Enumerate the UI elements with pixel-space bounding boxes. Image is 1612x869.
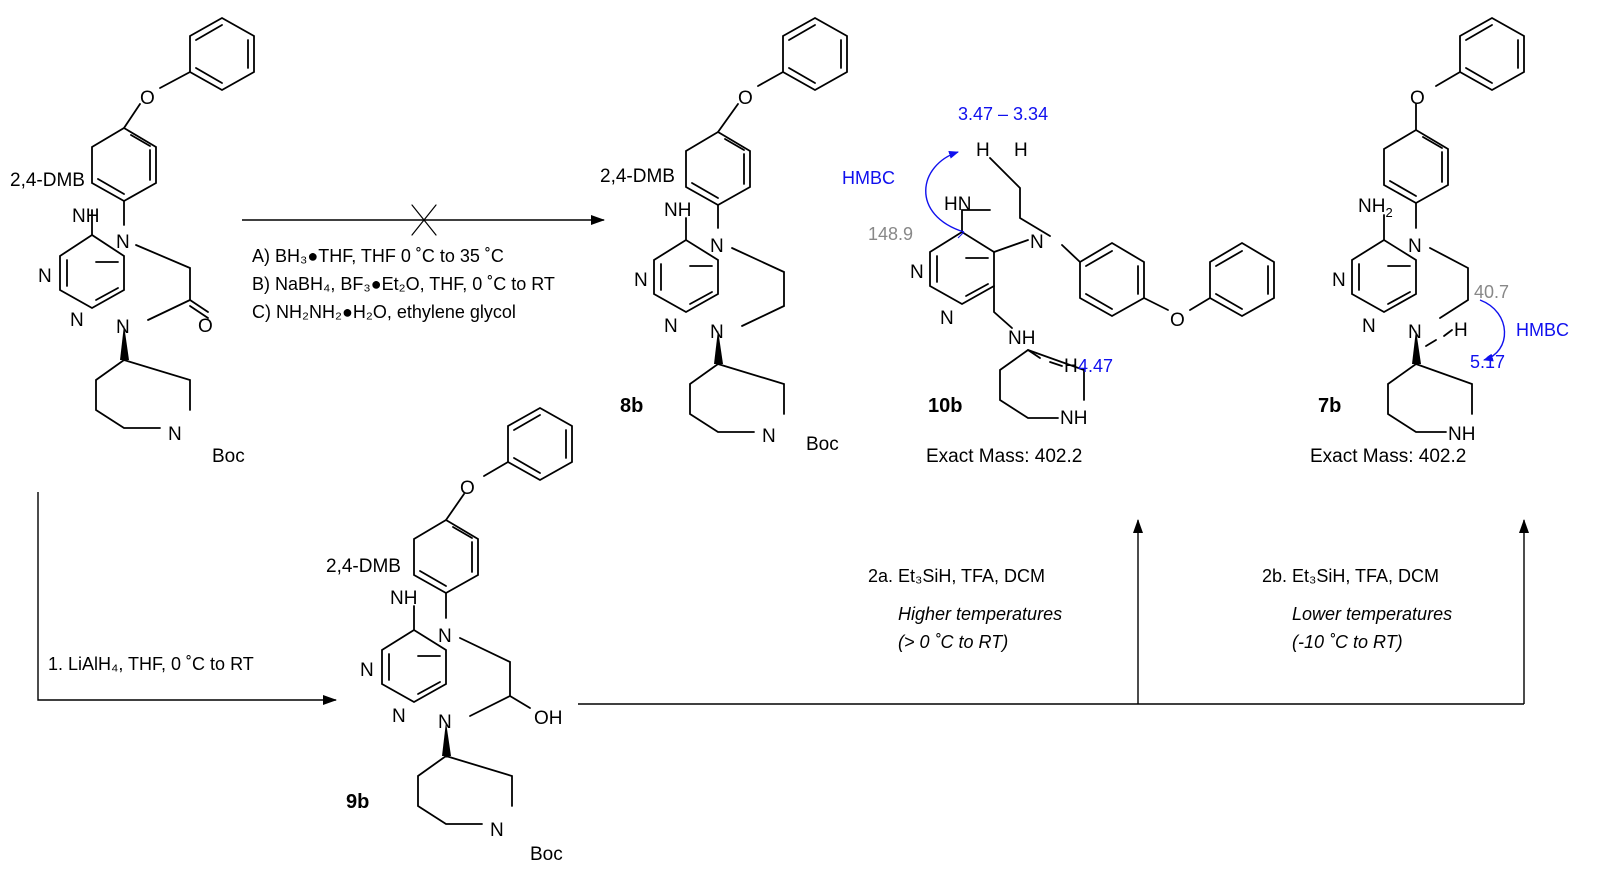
condition-c: C) NH₂NH₂●H₂O, ethylene glycol <box>252 302 516 322</box>
atom-n: N <box>438 712 452 733</box>
exact-mass-10b: Exact Mass: 402.2 <box>926 446 1082 467</box>
compound-8b: O N N N N NH 2,4-DMB N Boc 8b <box>600 16 848 455</box>
compound-10b: H H HN N N N O NH H NH 10b Exact Mass: 4… <box>842 104 1275 467</box>
atom-nh: NH <box>72 206 99 227</box>
atom-n: N <box>1408 236 1422 257</box>
compound-label-10b: 10b <box>928 395 962 417</box>
exact-mass-7b: Exact Mass: 402.2 <box>1310 446 1466 467</box>
hmbc-label-7b: HMBC <box>1516 320 1569 340</box>
atom-o: O <box>198 316 213 337</box>
atom-n: N <box>360 660 374 681</box>
atom-n: N <box>1332 270 1346 291</box>
nmr-h-7b: 5.17 <box>1470 352 1505 372</box>
step2a-note-1: Higher temperatures <box>898 604 1062 624</box>
compound-label-7b: 7b <box>1318 395 1341 417</box>
compound-7b: O NH2 N N N N H NH 7b Exact Mass: 402.2 … <box>1310 16 1569 467</box>
protecting-group-label: 2,4-DMB <box>326 556 401 577</box>
step1-arrow: 1. LiAlH₄, THF, 0 ˚C to RT <box>37 492 337 705</box>
nmr-h-10b: 4.47 <box>1078 356 1113 376</box>
compound-9b: O N N N N OH NH 2,4-DMB N Boc 9b <box>326 406 573 865</box>
atom-n: N <box>762 426 776 447</box>
condition-b: B) NaBH₄, BF₃●Et₂O, THF, 0 ˚C to RT <box>252 274 555 294</box>
atom-n: N <box>1362 316 1376 337</box>
boc-label: Boc <box>212 446 245 467</box>
atom-oh: OH <box>534 708 563 729</box>
step2-arrows: 2a. Et₃SiH, TFA, DCM Higher temperatures… <box>578 519 1529 705</box>
atom-o: O <box>1170 310 1185 331</box>
boc-label: Boc <box>530 844 563 865</box>
atom-n: N <box>710 322 724 343</box>
atom-nh: NH <box>1448 424 1475 445</box>
atom-n: N <box>438 626 452 647</box>
step2b-conditions: 2b. Et₃SiH, TFA, DCM <box>1262 566 1439 586</box>
boc-label: Boc <box>806 434 839 455</box>
atom-n: N <box>910 262 924 283</box>
condition-a: A) BH₃●THF, THF 0 ˚C to 35 ˚C <box>252 246 504 266</box>
protecting-group-label: 2,4-DMB <box>10 170 85 191</box>
protecting-group-label: 2,4-DMB <box>600 166 675 187</box>
atom-o: O <box>460 478 475 499</box>
atom-n: N <box>940 308 954 329</box>
step2b-note-2: (-10 ˚C to RT) <box>1292 632 1403 652</box>
atom-h: H <box>976 140 990 161</box>
atom-hn: HN <box>944 194 971 215</box>
hmbc-curve-arrow-7b <box>1479 299 1506 362</box>
atom-n: N <box>116 317 130 338</box>
atom-n: N <box>70 310 84 331</box>
nmr-c-7b: 40.7 <box>1474 282 1509 302</box>
hmbc-curve-arrow-10b <box>925 150 965 233</box>
atom-nh: NH <box>390 588 417 609</box>
nmr-c-10b: 148.9 <box>868 224 913 244</box>
atom-n: N <box>634 270 648 291</box>
atom-n: N <box>392 706 406 727</box>
atom-h: H <box>1064 356 1078 377</box>
starting-material: O N N N N O NH 2,4-DMB N Boc <box>10 16 255 467</box>
atom-nh2: NH2 <box>1358 196 1393 220</box>
step1-conditions: 1. LiAlH₄, THF, 0 ˚C to RT <box>48 654 254 674</box>
atom-n: N <box>168 424 182 445</box>
atom-n: N <box>664 316 678 337</box>
atom-nh: NH <box>1060 408 1087 429</box>
compound-label-8b: 8b <box>620 395 643 417</box>
step2b-note-1: Lower temperatures <box>1292 604 1452 624</box>
atom-n: N <box>38 266 52 287</box>
atom-h: H <box>1014 140 1028 161</box>
atom-n: N <box>710 236 724 257</box>
compound-label-9b: 9b <box>346 791 369 813</box>
atom-nh: NH <box>664 200 691 221</box>
atom-n: N <box>1408 322 1422 343</box>
nmr-h-range: 3.47 – 3.34 <box>958 104 1048 124</box>
atom-n: N <box>1030 232 1044 253</box>
atom-n: N <box>490 820 504 841</box>
atom-o: O <box>1410 88 1425 109</box>
step2a-conditions: 2a. Et₃SiH, TFA, DCM <box>868 566 1045 586</box>
atom-o: O <box>140 88 155 109</box>
atom-o: O <box>738 88 753 109</box>
atom-nh: NH <box>1008 328 1035 349</box>
atom-n: N <box>116 232 130 253</box>
atom-h: H <box>1454 320 1468 341</box>
hmbc-label-10b: HMBC <box>842 168 895 188</box>
step2a-note-2: (> 0 ˚C to RT) <box>898 632 1008 652</box>
failed-reduction-arrow: A) BH₃●THF, THF 0 ˚C to 35 ˚C B) NaBH₄, … <box>242 204 605 322</box>
